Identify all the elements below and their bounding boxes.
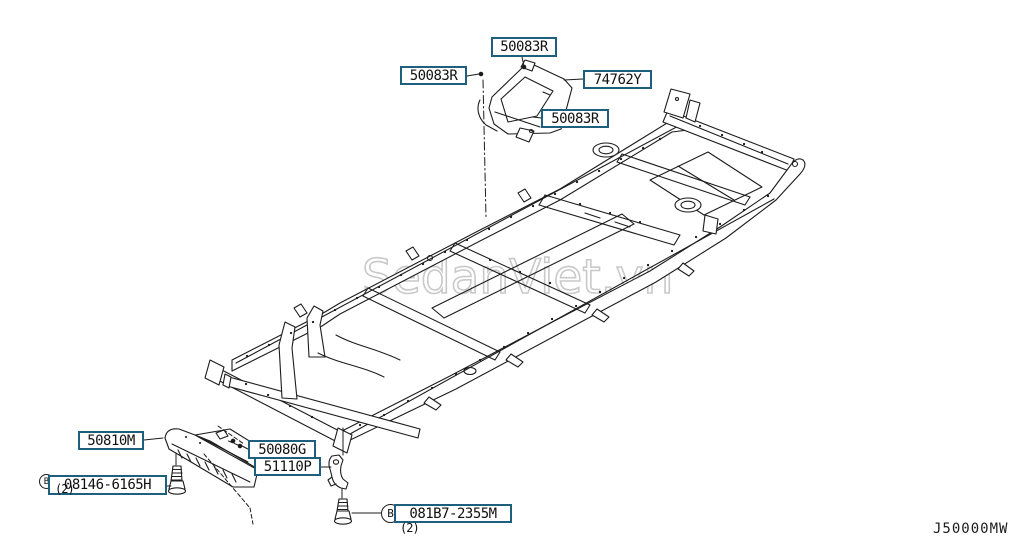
skid-plate-part	[164, 428, 260, 488]
part-label-51110P[interactable]: 51110P	[254, 457, 321, 476]
heat-shield-part	[477, 59, 573, 143]
part-label-74762Y[interactable]: 74762Y	[583, 70, 652, 89]
bolt-081B7	[333, 498, 353, 525]
leader-lines	[143, 56, 584, 525]
chassis-frame	[204, 88, 806, 454]
frame-holes	[244, 124, 770, 427]
part-label-50083R-left[interactable]: 50083R	[400, 66, 467, 85]
part-label-50083R-top[interactable]: 50083R	[491, 37, 557, 57]
part-label-08146-6165H[interactable]: 08146-6165H	[48, 475, 167, 495]
mount-bracket-part	[327, 454, 349, 490]
part-label-50083R-mid[interactable]: 50083R	[541, 109, 609, 128]
part-label-50810M[interactable]: 50810M	[78, 431, 144, 450]
bolt-08146	[167, 465, 187, 495]
diagram-code: J50000MW	[933, 521, 1009, 537]
quantity-note: (2)	[400, 521, 420, 535]
quantity-note: (2)	[55, 482, 75, 496]
part-label-081B7-2355M[interactable]: 081B7-2355M	[394, 504, 512, 523]
